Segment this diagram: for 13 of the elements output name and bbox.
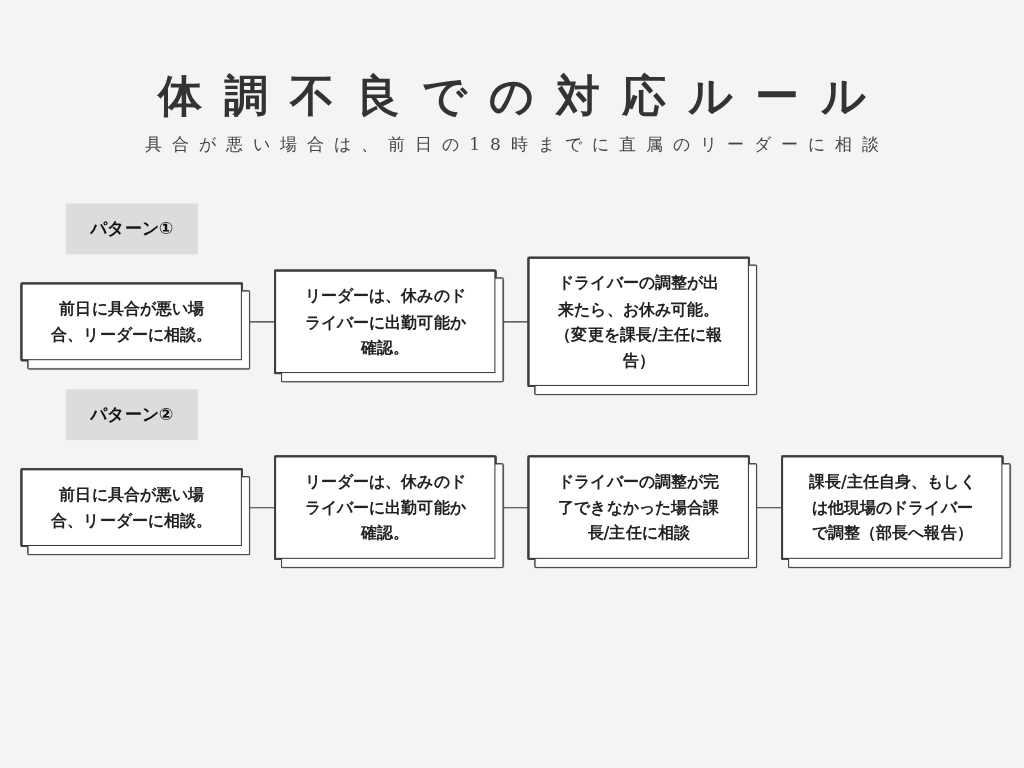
- node-box: パターン②: [65, 389, 198, 441]
- node-box: リーダーは、休みのドライバーに出勤可能か確認。: [275, 456, 496, 559]
- node-box: ドライバーの調整が出来たら、お休み可能。（変更を課長/主任に報告）: [528, 257, 749, 386]
- node-box: 課長/主任自身、もしくは他現場のドライバーで調整（部長へ報告）: [782, 456, 1003, 559]
- subtitle: 具合が悪い場合は、前日の18時までに直属のリーダーに相談: [144, 132, 889, 156]
- node-box: 前日に具合が悪い場合、リーダーに相談。: [21, 469, 242, 546]
- node-box: パターン①: [65, 203, 198, 255]
- node-box: ドライバーの調整が完了できなかった場合課長/主任に相談: [528, 456, 749, 559]
- diagram-title: 体調不良での対応ルール: [156, 70, 888, 123]
- connector: [494, 507, 530, 509]
- node-box: 前日に具合が悪い場合、リーダーに相談。: [21, 283, 242, 361]
- connector: [494, 321, 530, 323]
- node-box: リーダーは、休みのドライバーに出勤可能か確認。: [275, 270, 496, 374]
